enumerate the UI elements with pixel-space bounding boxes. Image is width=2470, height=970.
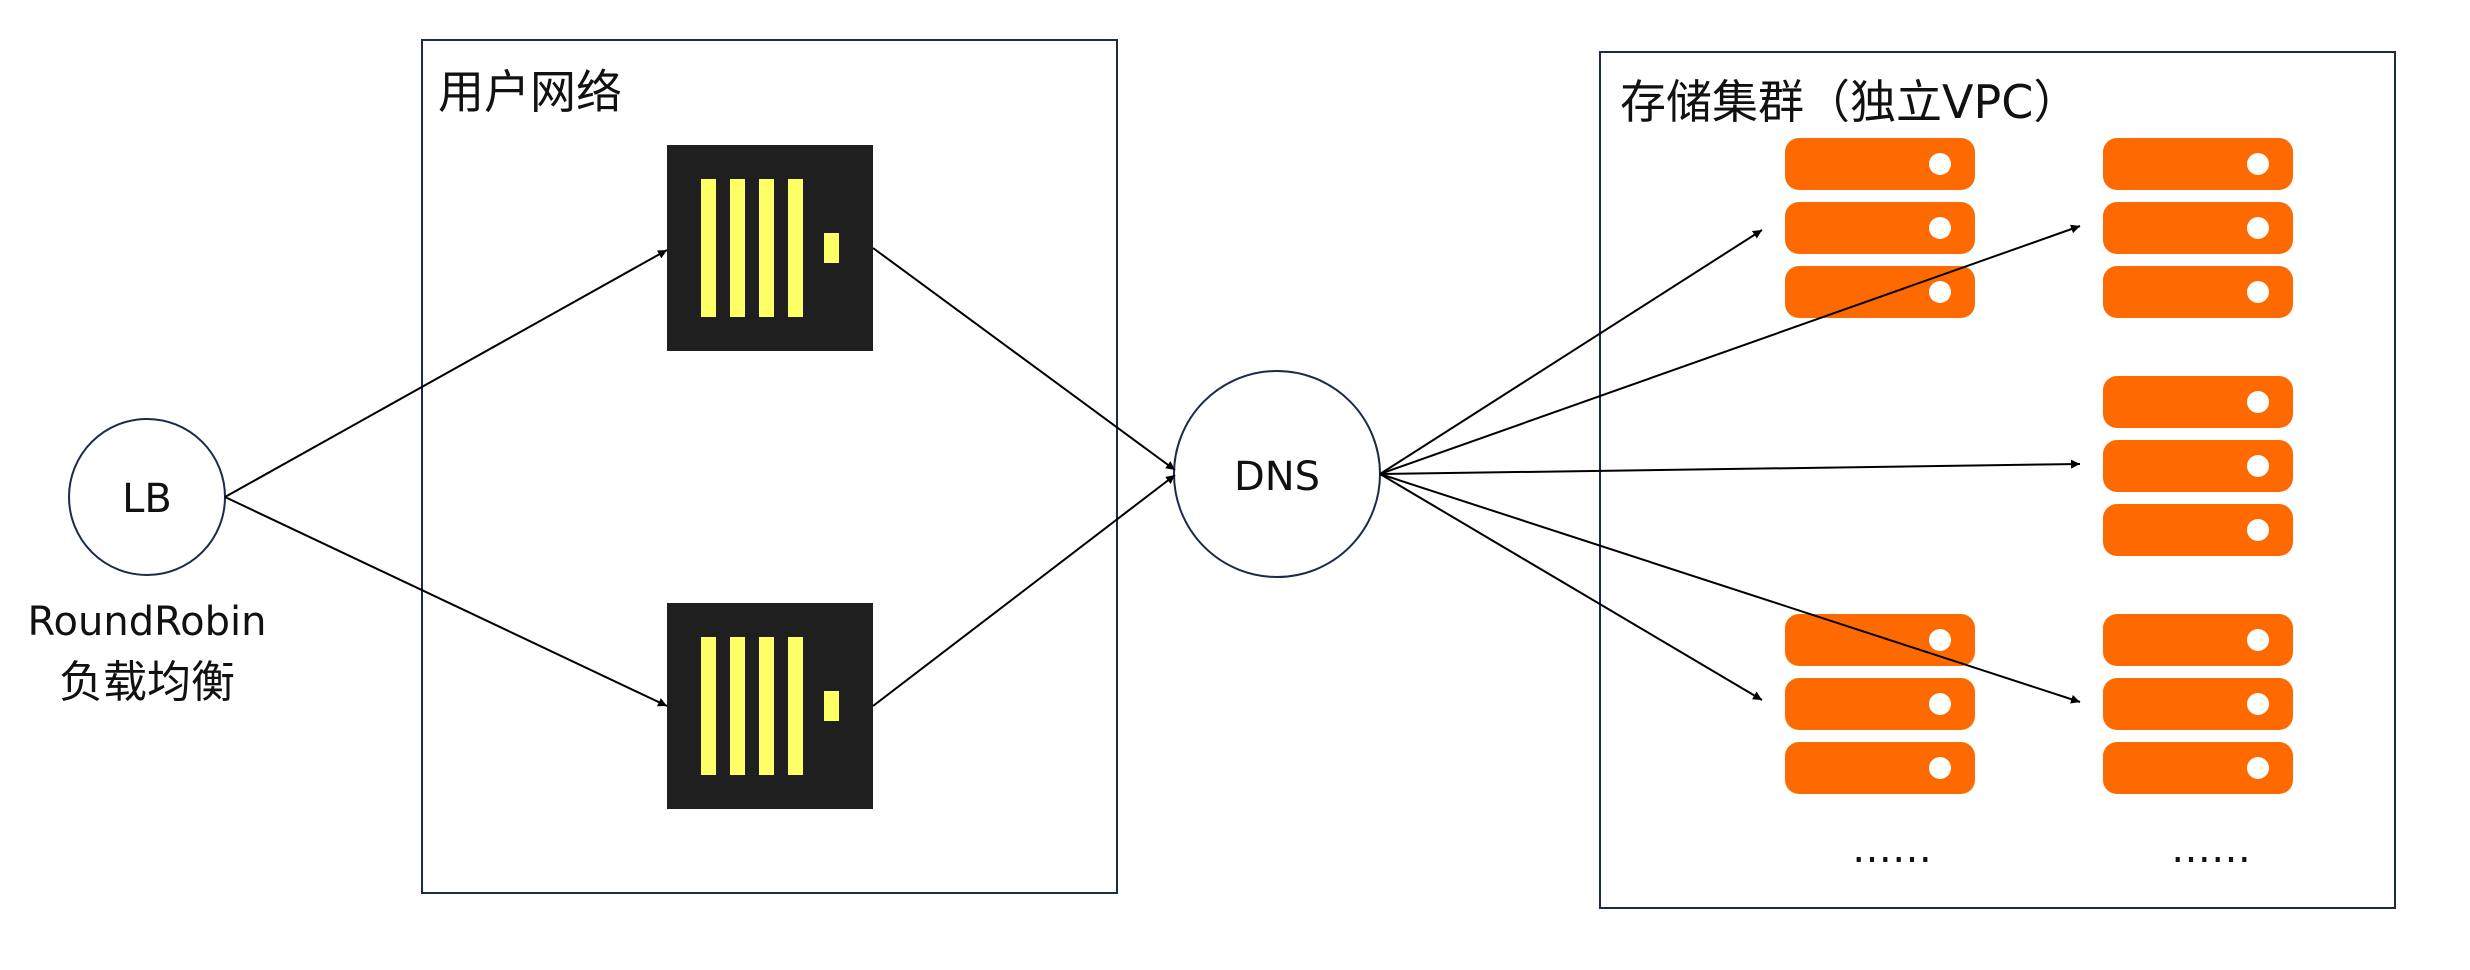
ellipsis-right: ……: [2171, 826, 2251, 872]
arrow-lb-to-app-top: [224, 249, 668, 498]
server-rack-icon: [2103, 614, 2293, 794]
arrow-app-top-to-dns: [872, 247, 1176, 471]
arrow-dns-to-server-5: [1379, 473, 2081, 704]
server-rack-icon: [2103, 138, 2293, 318]
arrow-lb-to-app-bottom: [224, 496, 668, 707]
user-network-box: [421, 39, 1118, 894]
container-app-icon: [667, 145, 873, 351]
user-network-title: 用户网络: [438, 65, 622, 119]
lb-caption-load-balance: 负载均衡: [59, 657, 235, 708]
lb-caption-roundrobin: RoundRobin: [28, 599, 267, 645]
lb-label: LB: [122, 476, 172, 522]
server-rack-icon: [2103, 376, 2293, 556]
arrow-app-bottom-to-dns: [872, 474, 1176, 707]
storage-cluster-box: [1599, 51, 2396, 909]
arrow-dns-to-server-2: [1379, 224, 2081, 475]
arrow-dns-to-server-4: [1379, 473, 1763, 701]
container-app-icon: [667, 603, 873, 809]
ellipsis-left: ……: [1852, 826, 1932, 872]
server-rack-icon: [1785, 614, 1975, 794]
arrow-dns-to-server-3: [1379, 459, 2081, 475]
arrow-dns-to-server-1: [1379, 229, 1763, 475]
server-rack-icon: [1785, 138, 1975, 318]
storage-cluster-title: 存储集群（独立VPC）: [1620, 75, 2079, 129]
dns-label: DNS: [1234, 454, 1320, 500]
